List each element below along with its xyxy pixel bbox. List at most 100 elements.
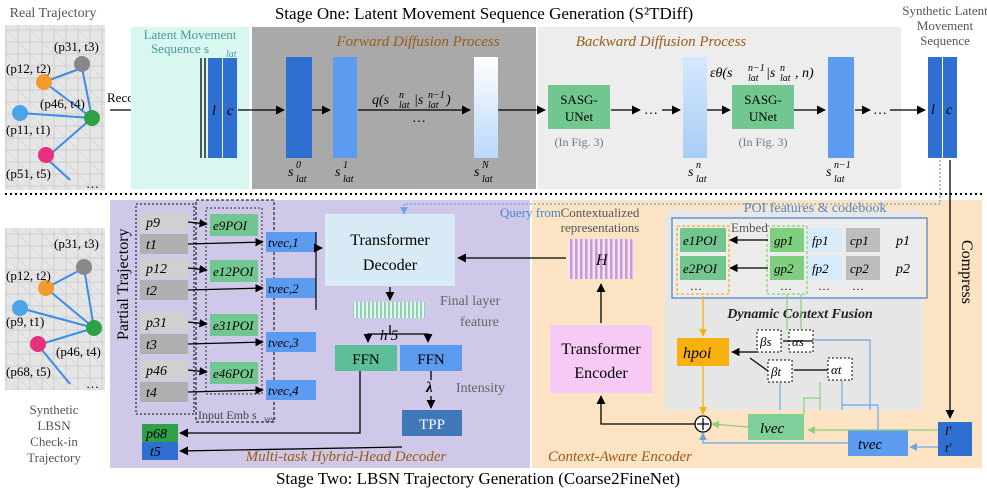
s-lat-n-label: s (688, 165, 694, 180)
partial-trajectory-rows: p9t1e9POItvec,1p12t2e12POItvec,2p31t3e31… (140, 212, 322, 402)
svg-text:1: 1 (343, 160, 348, 171)
latent-sequence-label: Sequence s (151, 41, 209, 56)
geo-feature-label: gp1 (774, 233, 794, 248)
forward-diffusion-title: Forward Diffusion Process (335, 34, 499, 50)
final-layer-feature (353, 302, 425, 318)
real-point-label: (p46, t4) (40, 96, 85, 111)
partial-poi-label: p12 (145, 262, 167, 277)
category-feature-cell (846, 228, 880, 252)
l-vec-block (748, 414, 804, 440)
time-vec-cell (266, 278, 316, 298)
svg-text:n: n (780, 63, 785, 74)
svg-text:Movement: Movement (917, 18, 974, 33)
backward-eps-expression: εθ(s (710, 66, 733, 81)
latent-c-label: c (227, 104, 234, 119)
real-point-label: (p11, t1) (6, 122, 50, 137)
svg-text:…: … (690, 279, 702, 293)
contextualized-label: Contextualized (561, 205, 640, 220)
poi-embedding-cell (680, 228, 726, 252)
poi-embedding-label: e46POI (213, 366, 254, 381)
svg-text:lat: lat (399, 100, 410, 111)
svg-text:LBSN: LBSN (37, 418, 71, 433)
svg-text:…: … (818, 279, 830, 293)
s-lat-n-minus-1-bar (828, 57, 854, 158)
category-feature-label: cp2 (850, 261, 869, 276)
svg-text:|s: |s (414, 93, 424, 108)
svg-text:UNet: UNet (565, 109, 594, 124)
svg-text:Transformer: Transformer (350, 232, 430, 249)
partial-time-label: t4 (146, 386, 157, 401)
partial-poi-cell (140, 312, 188, 332)
svg-text:l: l (931, 103, 935, 118)
svg-text:…: … (86, 376, 99, 391)
svg-text:, n): , n) (795, 66, 814, 81)
svg-text:βt: βt (770, 364, 781, 379)
office-poi-icon (12, 300, 28, 316)
l-prime-block (938, 422, 972, 439)
input-emb-label: Input Emb s (198, 408, 257, 422)
embed-label: Embed (731, 220, 768, 235)
svg-text:lat: lat (780, 73, 791, 84)
poi-embedding-cell (210, 260, 258, 282)
gray-poi-icon (76, 259, 92, 275)
s-lat-n-1-label: s (826, 165, 832, 180)
stage-two-title: Stage Two: LBSN Trajectory Generation (C… (276, 469, 680, 488)
partial-time-cell (140, 334, 188, 354)
svg-text:FFN: FFN (352, 352, 380, 368)
latent-sequence-label: Latent Movement (144, 27, 237, 42)
office-poi-icon (12, 105, 28, 121)
time-vec-label: tvec,4 (268, 383, 299, 398)
multitask-decoder-title: Multi-task Hybrid-Head Decoder (245, 449, 447, 465)
in-fig-label: (In Fig. 3) (739, 135, 788, 149)
svg-text:n−1: n−1 (834, 160, 851, 171)
svg-text:FFN: FFN (417, 352, 445, 368)
svg-text:n: n (696, 160, 701, 171)
partial-time-cell (140, 382, 188, 402)
category-feature-cell (846, 256, 880, 280)
poi-embedding-label: e2POI (683, 261, 718, 276)
svg-text:n−1: n−1 (428, 90, 445, 101)
poi-embedding-label: e12POI (213, 264, 254, 279)
svg-text:lat: lat (343, 174, 354, 185)
partial-time-label: t2 (146, 284, 157, 299)
svg-text:l′: l′ (945, 423, 952, 438)
poi-embedding-cell (210, 362, 258, 384)
compress-label: Compress (958, 240, 975, 304)
synthetic-l-bar (928, 57, 942, 158)
contextualized-H (568, 239, 634, 279)
svg-text:Trajectory: Trajectory (27, 450, 81, 465)
partial-time-label: t3 (146, 338, 157, 353)
svg-text:lat: lat (834, 174, 845, 185)
gray-poi-icon (74, 56, 90, 72)
svg-text:N: N (481, 160, 490, 171)
latent-sequence-subscript: lat (226, 49, 237, 60)
synthetic-c-bar (943, 57, 957, 158)
transformer-decoder-block (325, 214, 455, 286)
svg-text:lat: lat (428, 100, 439, 111)
partial-poi-label: p31 (145, 316, 167, 331)
time-vec-cell (266, 380, 316, 400)
svg-text:Check-in: Check-in (30, 434, 78, 449)
poi-embedding-label: e1POI (683, 233, 718, 248)
real-point-label: (p31, t3) (54, 39, 99, 54)
poi-id-label: p1 (895, 234, 910, 249)
svg-text:βs: βs (759, 334, 772, 349)
s-lat-N-label: s (474, 165, 480, 180)
svg-text:Sequence: Sequence (920, 33, 970, 48)
svg-text:t′: t′ (945, 440, 952, 455)
partial-time-label: t1 (146, 238, 157, 253)
restaurant-poi-icon (38, 280, 54, 296)
backward-diffusion-title: Backward Diffusion Process (576, 34, 747, 50)
real-trajectory-label: Real Trajectory (10, 6, 97, 21)
svg-text:vec: vec (264, 414, 276, 424)
restaurant-poi-icon (36, 74, 52, 90)
partial-poi-cell (140, 360, 188, 380)
park-poi-icon (84, 110, 100, 126)
svg-text:tvec: tvec (858, 437, 882, 453)
ellipsis: … (412, 111, 426, 126)
forward-q-expression: q(s (372, 93, 390, 108)
poi-embedding-label: e31POI (213, 318, 254, 333)
s-lat-1-bar (333, 57, 357, 158)
